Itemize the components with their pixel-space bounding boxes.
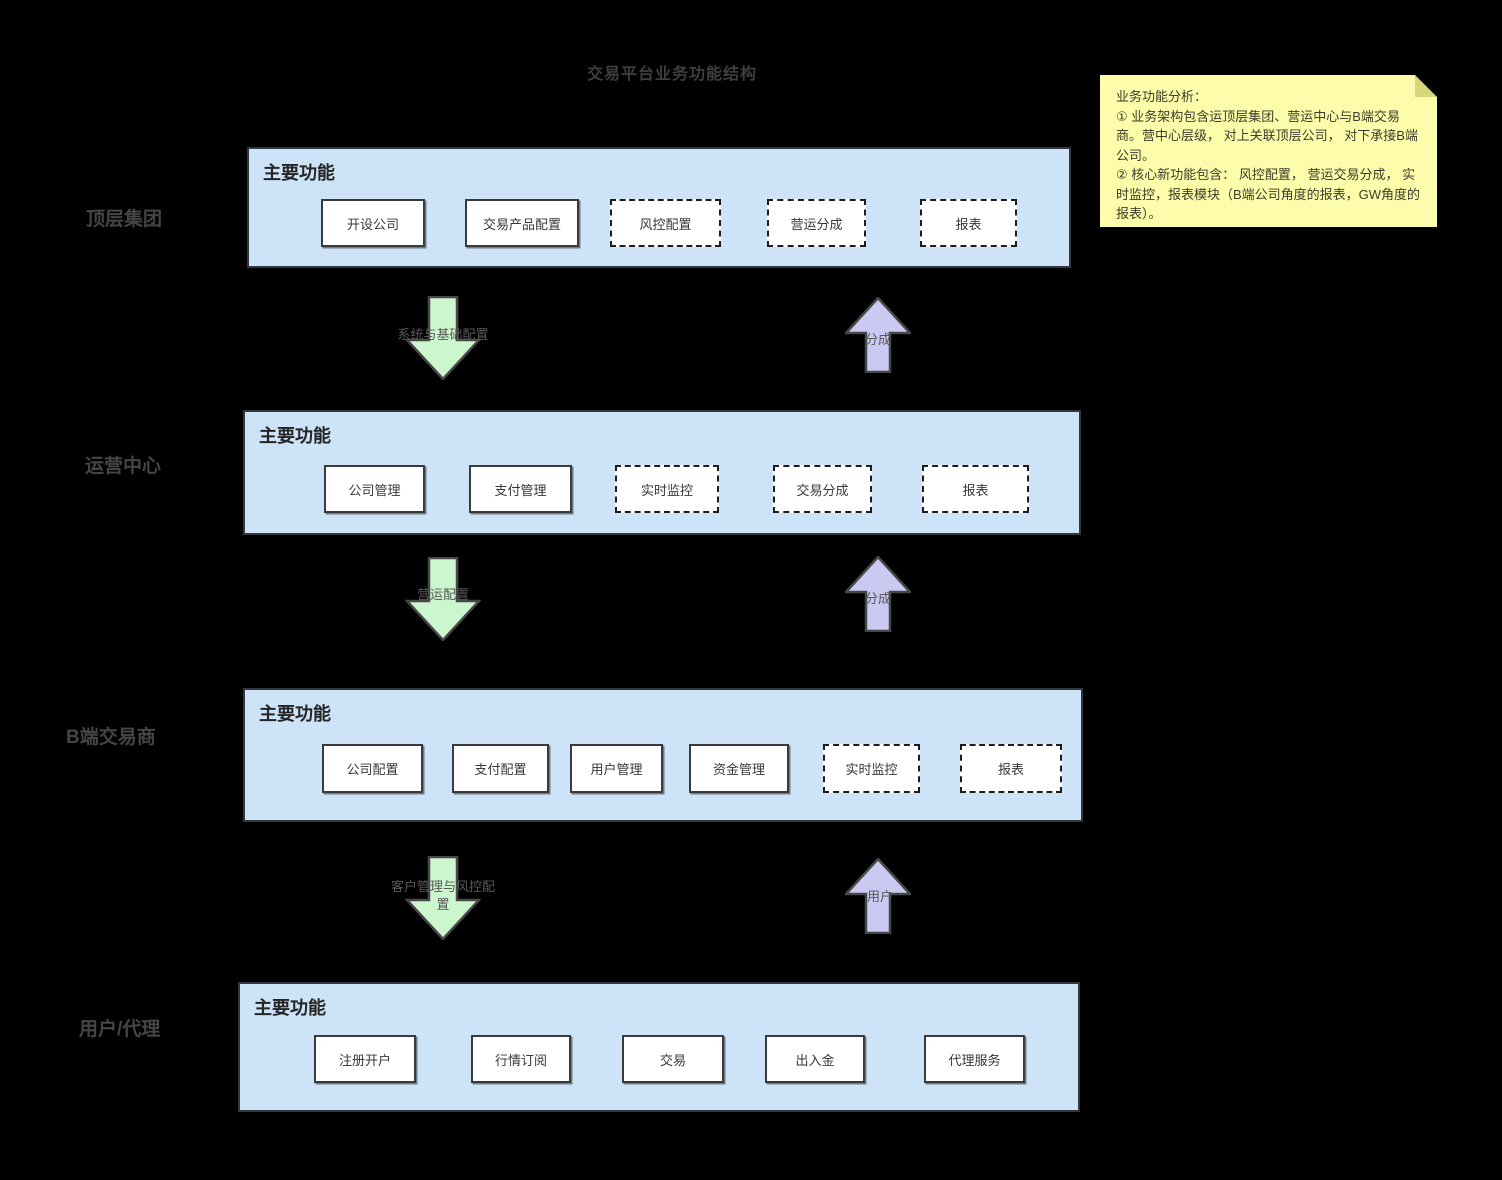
box-realtime-monitor: 实时监控 (823, 744, 920, 793)
panel-title: 主要功能 (259, 426, 331, 446)
panel-ops-center: 主要功能 公司管理 支付管理 实时监控 交易分成 报表 (243, 410, 1081, 535)
up-arrow-icon (845, 297, 911, 373)
note-fold-corner-icon (1415, 75, 1437, 97)
up-arrow-icon (845, 556, 911, 632)
panel-title: 主要功能 (254, 998, 326, 1018)
box-company-mgmt: 公司管理 (324, 465, 425, 513)
box-company-config: 公司配置 (322, 744, 423, 793)
box-payment-mgmt: 支付管理 (469, 465, 572, 513)
box-user-mgmt: 用户管理 (570, 744, 663, 793)
lane-label-b-broker: B端交易商 (66, 727, 156, 748)
box-agent-service: 代理服务 (924, 1035, 1025, 1083)
box-funds-mgmt: 资金管理 (689, 744, 789, 793)
arrow-label-ops-config: 营运配置 (416, 587, 469, 602)
panel-title: 主要功能 (263, 163, 335, 183)
arrow-label-share: 分成 (864, 332, 891, 347)
box-register-account: 注册开户 (314, 1035, 416, 1083)
arrow-label-share: 分成 (864, 591, 891, 606)
arrow-label-customer-risk-config: 客户管理与风控配置 (390, 879, 495, 912)
panel-title: 主要功能 (259, 704, 331, 724)
lane-label-ops-center: 运营中心 (85, 456, 162, 477)
note-line: 业务功能分析： (1116, 89, 1208, 104)
down-arrow-icon (405, 296, 481, 380)
box-open-company: 开设公司 (321, 199, 425, 247)
box-risk-config: 风控配置 (610, 199, 721, 247)
down-arrow-icon (405, 557, 481, 641)
arrow-label-user: 用户 (866, 889, 893, 904)
box-market-subscribe: 行情订阅 (471, 1035, 571, 1083)
arrow-label-system-config: 系统与基础配置 (397, 327, 489, 342)
box-report: 报表 (922, 465, 1029, 513)
panel-user-agent: 主要功能 注册开户 行情订阅 交易 出入金 代理服务 (238, 982, 1080, 1112)
box-deposit-withdraw: 出入金 (765, 1035, 865, 1083)
box-trade-share: 交易分成 (773, 465, 872, 513)
sticky-note: 业务功能分析： ① 业务架构包含运顶层集团、营运中心与B端交易商。营中心层级， … (1100, 75, 1437, 227)
box-report: 报表 (960, 744, 1062, 793)
box-realtime-monitor: 实时监控 (615, 465, 719, 513)
box-trade-product-config: 交易产品配置 (465, 199, 579, 247)
panel-b-broker: 主要功能 公司配置 支付配置 用户管理 资金管理 实时监控 报表 (243, 688, 1083, 822)
up-arrow-icon (845, 858, 911, 934)
lane-label-user-agent: 用户/代理 (79, 1019, 161, 1040)
down-arrow-icon (405, 856, 481, 940)
note-line: ② 核心新功能包含： 风控配置， 营运交易分成， 实时监控，报表模块（B端公司角… (1116, 167, 1421, 221)
box-trade: 交易 (622, 1035, 724, 1083)
box-report: 报表 (920, 199, 1017, 247)
diagram-title: 交易平台业务功能结构 (586, 66, 757, 83)
lane-label-top-group: 顶层集团 (86, 209, 163, 230)
box-operation-share: 营运分成 (767, 199, 866, 247)
box-payment-config: 支付配置 (452, 744, 549, 793)
note-line: ① 业务架构包含运顶层集团、营运中心与B端交易商。营中心层级， 对上关联顶层公司… (1116, 108, 1418, 163)
panel-top-group: 主要功能 开设公司 交易产品配置 风控配置 营运分成 报表 (247, 147, 1071, 268)
